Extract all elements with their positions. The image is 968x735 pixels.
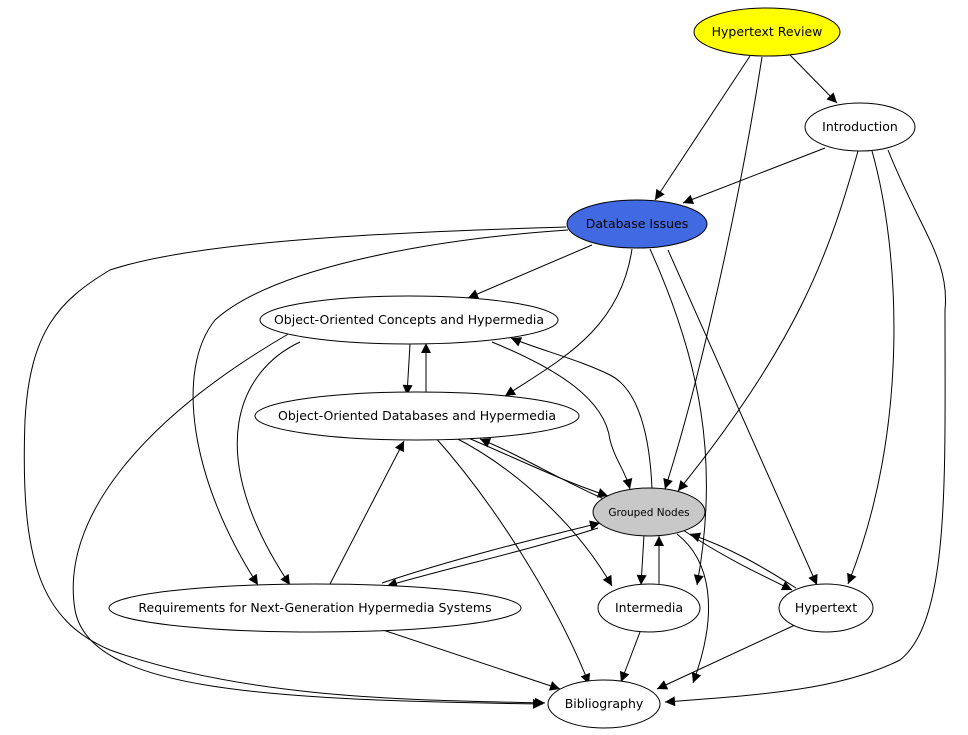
edge-database-issues-to-bibliography <box>23 226 567 708</box>
edge-requirements-to-bibliography <box>382 629 561 691</box>
edge-review-to-grouped-nodes <box>663 56 763 490</box>
edge-oo-concepts-to-bibliography <box>72 332 544 709</box>
edge-review-to-database-issues <box>654 55 751 201</box>
node-hypertext-review[interactable]: Hypertext Review <box>693 7 841 57</box>
edge-grouped-nodes-to-intermedia <box>636 534 647 586</box>
edge-grouped-nodes-to-bibliography <box>676 533 709 684</box>
edge-oo-concepts-to-oo-databases <box>402 343 413 396</box>
edge-oo-databases-to-bibliography <box>434 436 591 685</box>
node-label: Grouped Nodes <box>608 507 689 519</box>
edge-oo-concepts-to-requirements <box>236 341 301 586</box>
node-label: Hypertext <box>795 600 857 615</box>
edge-requirements-to-oo-databases <box>329 440 405 585</box>
node-label: Object-Oriented Concepts and Hypermedia <box>274 312 544 327</box>
node-label: Requirements for Next-Generation Hyperme… <box>138 600 491 615</box>
edge-database-issues-to-oo-databases <box>504 248 633 397</box>
edge-grouped-nodes-to-oo-databases <box>479 438 605 500</box>
edge-requirements-to-grouped-nodes <box>381 520 601 584</box>
edge-introduction-to-bibliography <box>664 149 947 707</box>
node-database-issues[interactable]: Database Issues <box>566 199 708 249</box>
node-oo-concepts[interactable]: Object-Oriented Concepts and Hypermedia <box>259 295 559 345</box>
node-label: Database Issues <box>586 216 688 231</box>
edge-introduction-to-database-issues <box>682 147 826 205</box>
node-introduction[interactable]: Introduction <box>804 102 916 152</box>
node-oo-databases[interactable]: Object-Oriented Databases and Hypermedia <box>254 391 580 441</box>
node-label: Bibliography <box>565 696 644 711</box>
node-label: Hypertext Review <box>712 24 823 39</box>
edge-hypertext-to-bibliography <box>656 624 796 690</box>
edge-grouped-nodes-to-hypertext <box>682 529 793 591</box>
edge-hypertext-to-grouped-nodes <box>689 532 797 589</box>
node-requirements[interactable]: Requirements for Next-Generation Hyperme… <box>108 583 522 633</box>
node-label: Introduction <box>822 119 898 134</box>
node-intermedia[interactable]: Intermedia <box>597 583 701 633</box>
edge-database-issues-to-requirements <box>192 229 569 586</box>
edges <box>23 54 947 709</box>
edge-database-issues-to-hypertext <box>667 249 818 586</box>
edge-grouped-nodes-to-requirements <box>386 527 599 588</box>
node-label: Object-Oriented Databases and Hypermedia <box>278 408 556 423</box>
edge-database-issues-to-oo-concepts <box>467 244 593 299</box>
node-hypertext[interactable]: Hypertext <box>778 583 874 633</box>
edge-database-issues-to-intermedia <box>649 248 707 586</box>
edge-oo-databases-to-intermedia <box>451 435 613 587</box>
node-label: Intermedia <box>615 600 683 615</box>
node-grouped-nodes[interactable]: Grouped Nodes <box>592 487 706 537</box>
edge-introduction-to-hypertext <box>847 150 895 585</box>
node-bibliography[interactable]: Bibliography <box>547 679 661 729</box>
edge-introduction-to-grouped-nodes <box>677 150 859 492</box>
edge-oo-concepts-to-grouped-nodes <box>491 341 633 490</box>
edge-review-to-introduction <box>789 54 838 104</box>
edge-grouped-nodes-to-oo-concepts <box>510 337 653 490</box>
edge-intermedia-to-bibliography <box>619 631 641 683</box>
